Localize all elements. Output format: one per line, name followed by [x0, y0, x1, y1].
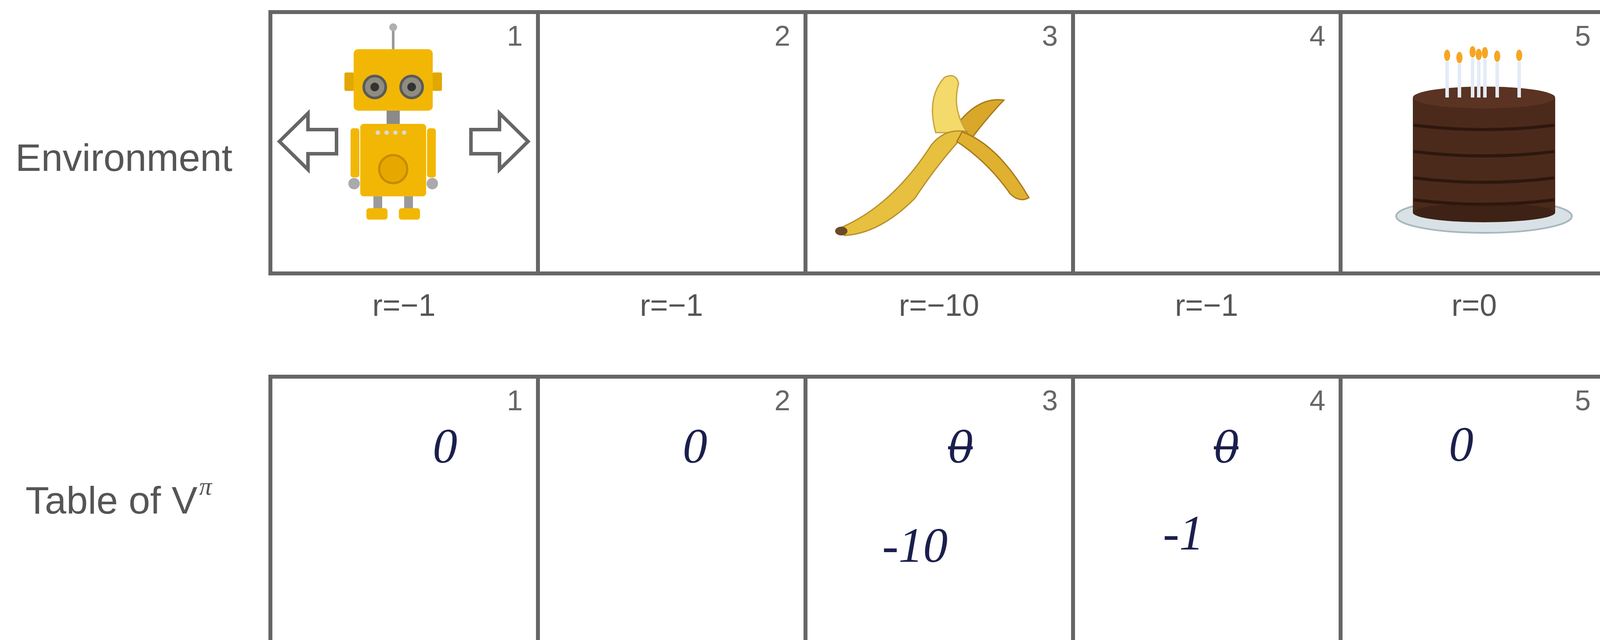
robot-leg [404, 196, 413, 210]
superscript: π [199, 471, 212, 502]
cell-number: 4 [1309, 384, 1326, 417]
value-cell: 50 [1338, 374, 1600, 640]
robot-pupil [370, 82, 380, 92]
value-cell: 4 0-1 [1071, 374, 1343, 640]
value-entry: 0 [1448, 417, 1474, 472]
cell-number: 5 [1574, 20, 1591, 52]
robot-eye [400, 76, 423, 98]
reward-label: r=−1 [640, 287, 704, 324]
robot-eye [363, 76, 386, 98]
candle-flame [1469, 46, 1476, 58]
value-cell: 10 [268, 374, 540, 640]
value-entry: 0 [1213, 419, 1239, 474]
value-entry: 0 [682, 419, 708, 474]
value-entry: -1 [1162, 506, 1204, 561]
candles [1444, 46, 1523, 98]
reward-label: r=0 [1451, 287, 1497, 324]
cell-number: 1 [506, 20, 523, 52]
robot-hand [426, 177, 439, 190]
banana-fruit [932, 75, 968, 133]
robot-belly [379, 155, 408, 184]
candle [1476, 60, 1481, 98]
candle-flame [1475, 48, 1482, 61]
robot-arm [427, 128, 436, 178]
robot-button [384, 130, 389, 135]
robot-arm [350, 128, 360, 178]
candle-flame [1444, 49, 1451, 62]
candle [1445, 61, 1449, 98]
candle [1495, 62, 1499, 98]
cell-number: 3 [1042, 384, 1058, 417]
robot-head [353, 49, 433, 111]
right-arrow [470, 113, 529, 170]
row-label: Table of V [25, 477, 198, 523]
environment-cell: 1 [268, 10, 540, 276]
banana-stem [835, 226, 848, 236]
candle [1517, 61, 1521, 98]
banana-peel-illustration [835, 75, 1029, 236]
candle-flame [1516, 49, 1523, 62]
candle [1470, 57, 1475, 98]
robot-body [360, 123, 427, 197]
robot-foot [398, 208, 420, 220]
robot-ear [344, 72, 355, 91]
cake-body [1412, 97, 1556, 213]
candle [1483, 58, 1487, 98]
reward-label: r=−10 [898, 287, 980, 324]
robot-foot [366, 208, 388, 220]
robot-pupil [407, 82, 417, 92]
peel-right-flap [956, 131, 1029, 200]
robot-button [401, 130, 407, 135]
value-cell: 3 0-10 [803, 374, 1076, 640]
cell-number: 3 [1042, 20, 1058, 52]
robot-leg [373, 196, 383, 210]
candle [1457, 63, 1462, 98]
robot-hand [348, 177, 360, 190]
robot-illustration [344, 23, 442, 220]
left-arrow [279, 113, 337, 170]
robot-neck [386, 110, 400, 125]
cake-layer [1413, 199, 1555, 205]
cake-layer [1413, 125, 1555, 130]
peel-strip [839, 130, 968, 236]
robot-button [375, 130, 381, 135]
value-entry: 0 [432, 419, 458, 474]
candle-flame [1481, 47, 1488, 59]
robot-button [393, 130, 398, 135]
cell-number: 1 [506, 384, 523, 417]
robot-antenna-tip [389, 23, 398, 32]
environment-cell: 5 [1338, 10, 1600, 276]
cake-layer [1413, 177, 1555, 183]
reward-label: r=−1 [1175, 287, 1239, 324]
value-entry: -10 [882, 518, 948, 573]
environment-cell: 2 [535, 10, 808, 276]
cake-illustration [1396, 46, 1572, 233]
reward-label: r=−1 [372, 287, 436, 324]
candle-flame [1494, 50, 1501, 62]
cell-number: 2 [774, 384, 791, 417]
cake-bottom [1412, 202, 1556, 223]
robot-ear [432, 72, 442, 91]
cell-number: 4 [1309, 20, 1326, 52]
cell-number: 5 [1574, 384, 1591, 417]
cell-number: 2 [774, 20, 791, 52]
environment-cell: 3 [803, 10, 1076, 276]
robot-antenna [391, 28, 395, 50]
value-cell: 20 [535, 374, 808, 640]
row-label: Environment [15, 135, 233, 180]
value-entry: 0 [948, 419, 973, 474]
environment-cell: 4 [1071, 10, 1343, 276]
candle-flame [1456, 51, 1463, 64]
cake-layer [1413, 151, 1555, 156]
